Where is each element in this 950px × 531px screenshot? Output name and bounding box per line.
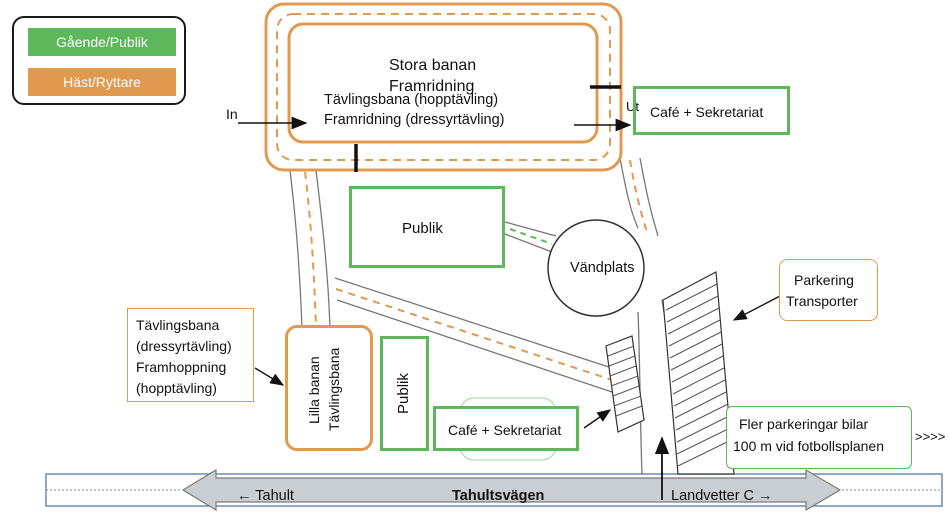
road-arrow [181, 468, 842, 512]
note-line-3: Framhoppning [136, 359, 227, 375]
small-arena-note: Tävlingsbana (dressyrtävling) Framhoppni… [127, 308, 254, 402]
note-line-4: (hopptävling) [136, 380, 217, 396]
turnaround-label: Vändplats [570, 260, 635, 276]
in-label: In [226, 106, 238, 122]
big-arena-title-1: Stora banan [389, 57, 477, 74]
note-arrow [254, 367, 285, 386]
publik-bottom-label: Publik [395, 373, 412, 415]
legend-pedestrian: Gående/Publik [28, 28, 176, 56]
cafe-top: Café + Sekretariat [633, 86, 790, 135]
road-east-label: Landvetter C → [671, 488, 773, 504]
parking-line-1: Parkering [794, 272, 854, 288]
road-name: Tahultsvägen [452, 488, 545, 504]
parking-label-box: Parkering Transporter [779, 259, 878, 321]
more-parking-arrows: >>>> [915, 429, 946, 444]
publik-top: Publik [349, 186, 505, 268]
cafe-bottom: Café + Sekretariat [433, 406, 579, 451]
cafe-bottom-arrow [583, 409, 612, 429]
big-arena-title-2: Framridning [389, 78, 475, 95]
publik-top-label: Publik [402, 220, 443, 237]
turnaround-circle [547, 219, 645, 317]
note-line-1: Tävlingsbana [136, 317, 220, 333]
legend: Gående/Publik Häst/Ryttare [12, 16, 186, 105]
horse-dashes [304, 159, 648, 381]
bottom-chute [605, 335, 645, 433]
parking-arrow [732, 295, 781, 321]
parking-line-2: Transporter [786, 293, 858, 309]
publik-bottom: Publik [380, 336, 429, 451]
small-arena: Lilla banan Tävlingsbana [285, 325, 373, 451]
big-arena-inner [287, 22, 599, 144]
small-arena-line-1: Lilla banan [306, 356, 322, 424]
cafe-bottom-label: Café + Sekretariat [448, 422, 562, 438]
cafe-top-label: Café + Sekretariat [650, 104, 764, 120]
more-parking-line-1: Fler parkeringar bilar [739, 416, 869, 432]
more-parking-line-2: 100 m vid fotbollsplanen [733, 438, 884, 454]
parking-hatch [662, 271, 735, 475]
more-parking-box: Fler parkeringar bilar 100 m vid fotboll… [726, 406, 912, 469]
big-arena-use-2: Framridning (dressyrtävling) [324, 112, 505, 128]
note-line-2: (dressyrtävling) [136, 338, 232, 354]
road-west-label: ← Tahult [237, 488, 294, 504]
pedestrian-dashes [509, 228, 553, 245]
big-arena-use-1: Tävlingsbana (hopptävling) [324, 92, 499, 108]
legend-horse: Häst/Ryttare [28, 68, 176, 96]
small-arena-line-2: Tävlingsbana [326, 347, 342, 431]
